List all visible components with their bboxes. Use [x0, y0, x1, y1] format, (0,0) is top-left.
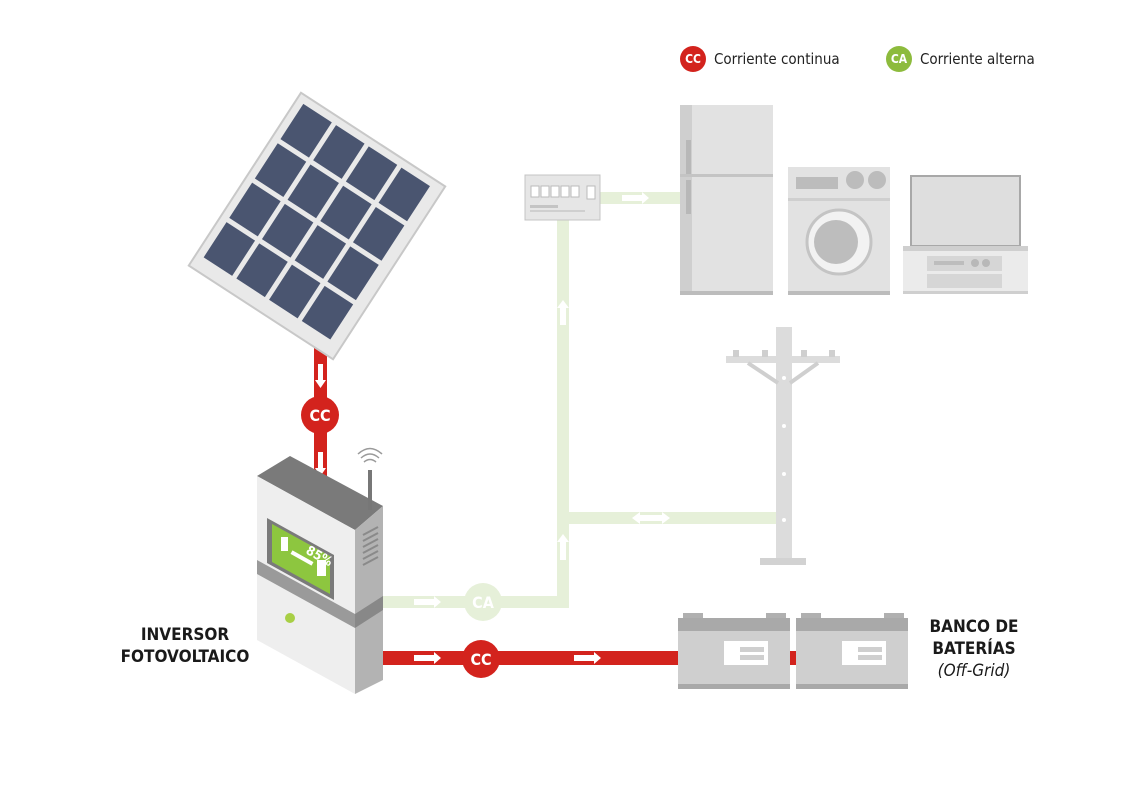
dc-arrows [315, 364, 601, 664]
ac-legend-label: Corriente alterna [920, 50, 1035, 68]
dc-badge-battery-text: CC [470, 650, 491, 669]
battery-label-line1: BANCO DE [929, 617, 1019, 637]
battery-icon [678, 613, 790, 689]
legend-dc: CC Corriente continua [680, 46, 840, 72]
dc-badge-battery: CC [462, 640, 500, 678]
breaker-box-icon [524, 174, 601, 221]
inverter-icon: 85% [257, 447, 383, 694]
utility-pole-icon [726, 327, 840, 565]
solar-panel-icon [187, 91, 447, 361]
ac-arrows [414, 192, 670, 608]
inverter-label-line1: INVERSOR [140, 625, 230, 645]
antenna [368, 470, 372, 510]
fridge-icon [680, 105, 773, 295]
battery-label-sub: (Off-Grid) [937, 661, 1011, 681]
battery-bank-label: BANCO DE BATERÍAS (Off-Grid) [912, 616, 1036, 682]
inverter-label: INVERSOR FOTOVOLTAICO [110, 624, 260, 668]
dc-legend-badge: CC [680, 46, 706, 72]
ac-legend-badge: CA [886, 46, 912, 72]
washing-machine-icon [788, 167, 890, 295]
legend-ac: CA Corriente alterna [886, 46, 1035, 72]
inverter-label-line2: FOTOVOLTAICO [120, 647, 250, 667]
battery-icon [796, 613, 908, 689]
power-led [285, 613, 295, 623]
ac-badge-text: CA [472, 593, 495, 612]
dc-badge-panel-text: CC [309, 406, 330, 425]
dc-legend-label: Corriente continua [714, 50, 840, 68]
ac-badge: CA [464, 583, 502, 621]
wifi-icon [357, 447, 383, 463]
dc-badge-panel: CC [301, 396, 339, 434]
tv-icon [903, 175, 1028, 294]
battery-label-line2: BATERÍAS [932, 639, 1016, 659]
